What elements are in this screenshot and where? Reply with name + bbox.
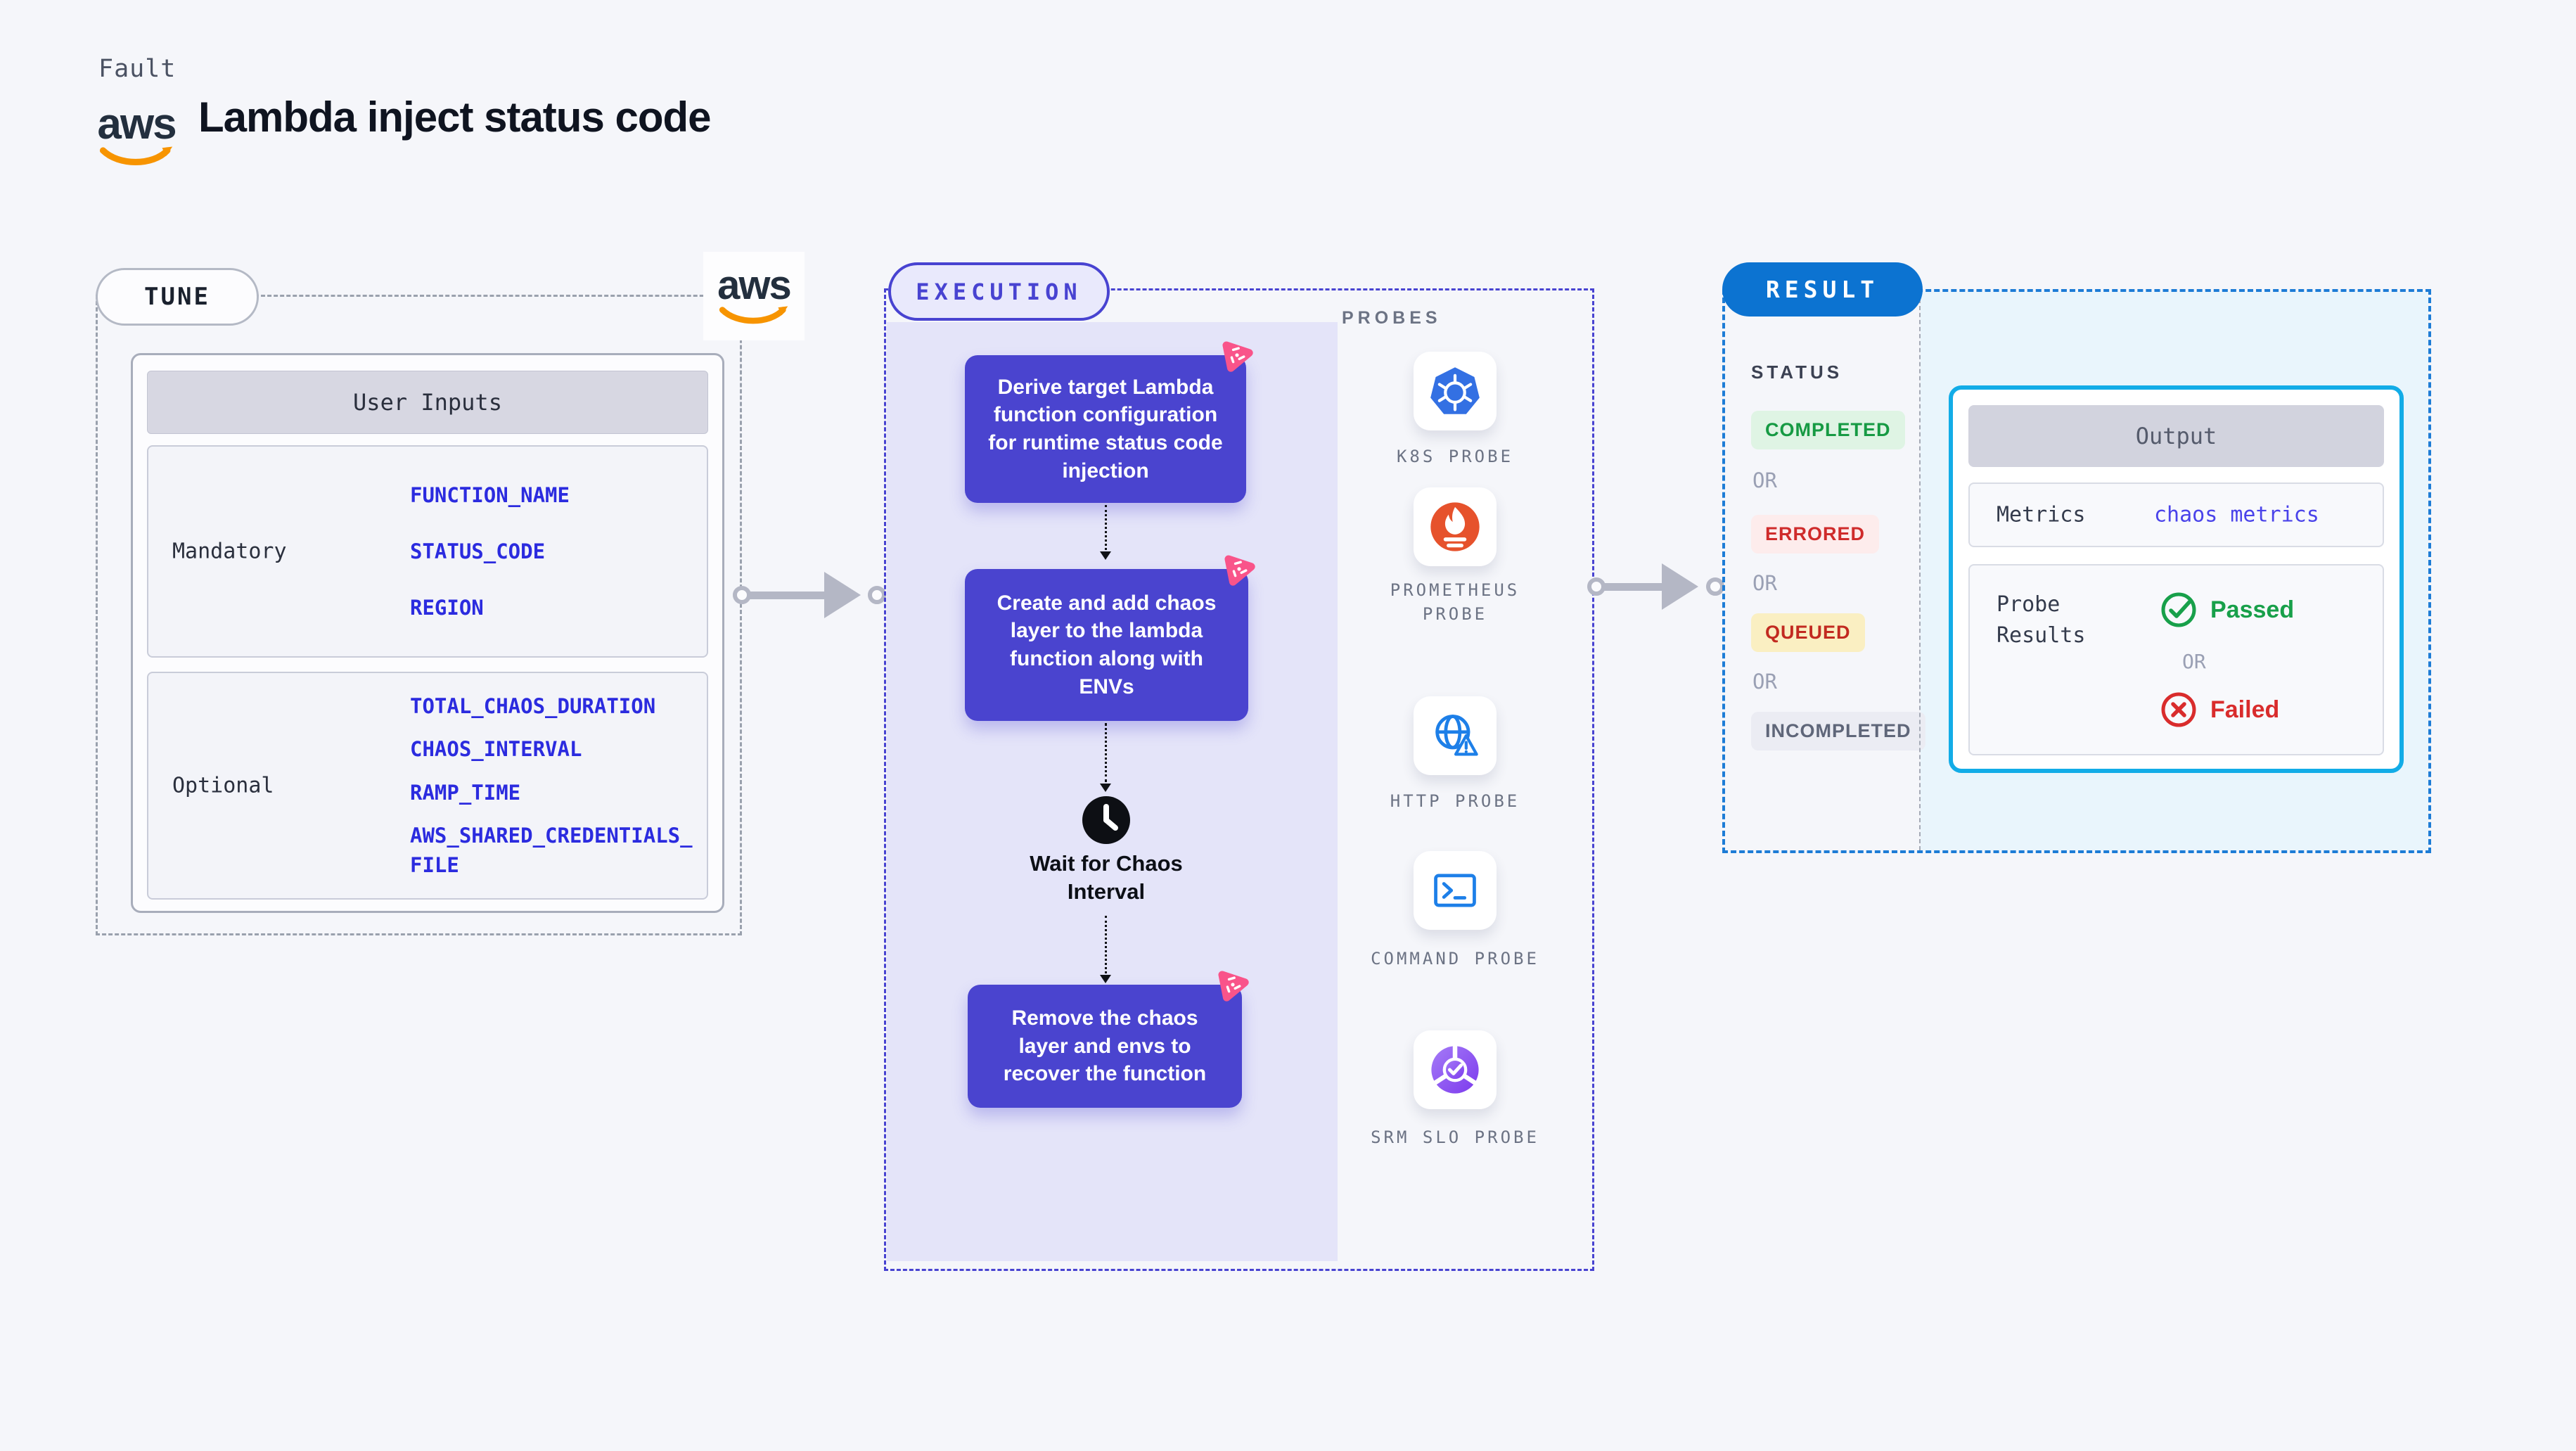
user-inputs-header: User Inputs <box>147 371 708 434</box>
arrow-head <box>824 572 861 618</box>
connector-arrowhead <box>1100 784 1111 792</box>
status-output-divider <box>1919 292 1921 850</box>
connector-dotted-line <box>1105 723 1107 782</box>
probe-label-prometheus: PROMETHEUS PROBE <box>1390 580 1520 624</box>
step-text: Create and add chaos layer to the lambda… <box>997 591 1217 698</box>
kubernetes-icon <box>1430 367 1480 414</box>
status-badge-incompleted: INCOMPLETED <box>1751 712 1925 750</box>
connector-dotted-line <box>1105 505 1107 550</box>
wait-clock-icon <box>1079 793 1133 850</box>
execution-section-border <box>884 288 1594 1271</box>
connector-dotted-line <box>1105 916 1107 973</box>
result-badge: RESULT <box>1722 262 1923 317</box>
status-or-label: OR <box>1752 571 1777 595</box>
status-or-label: OR <box>1752 468 1777 492</box>
step-remove-chaos-layer: Remove the chaos layer and envs to recov… <box>968 971 1249 1108</box>
step-add-chaos-layer: Create and add chaos layer to the lambda… <box>965 555 1255 721</box>
connector-arrowhead <box>1100 551 1111 560</box>
check-circle-icon <box>2161 592 2196 627</box>
mandatory-values: FUNCTION_NAME STATUS_CODE REGION <box>410 447 702 656</box>
aws-icon: aws <box>717 262 792 327</box>
probe-card-command <box>1414 851 1497 930</box>
status-title: STATUS <box>1751 362 1843 383</box>
probe-label-k8s: K8S PROBE <box>1396 447 1514 466</box>
page-title: Lambda inject status code <box>198 94 712 141</box>
metrics-label: Metrics <box>1997 502 2086 528</box>
http-globe-warning-icon <box>1435 715 1478 756</box>
aws-swoosh-icon <box>719 306 788 324</box>
terminal-icon <box>1434 874 1476 907</box>
probe-card-k8s <box>1414 352 1497 430</box>
aws-logo-text: aws <box>97 100 177 148</box>
execution-badge: EXECUTION <box>888 262 1110 321</box>
optional-label: Optional <box>172 773 274 798</box>
chaos-sparkle-icon <box>1222 341 1253 372</box>
wait-for-chaos-interval-label: Wait for Chaos Interval <box>1030 851 1183 904</box>
probe-label-srm-slo: SRM SLO PROBE <box>1371 1127 1539 1147</box>
step-derive-config: Derive target Lambda function configurat… <box>965 341 1253 503</box>
chaos-metrics-link[interactable]: chaos metrics <box>2154 502 2319 528</box>
connector-arrowhead <box>1100 975 1111 983</box>
env-var: AWS_SHARED_CREDENTIALS_FILE <box>410 823 693 877</box>
x-circle-icon <box>2161 692 2196 727</box>
env-var: CHAOS_INTERVAL <box>410 737 582 762</box>
probe-label-http: HTTP PROBE <box>1390 791 1520 811</box>
user-inputs-table: User Inputs Mandatory FUNCTION_NAME STAT… <box>131 353 724 913</box>
step-text: Remove the chaos layer and envs to recov… <box>1003 1006 1207 1086</box>
status-badge-completed: COMPLETED <box>1751 411 1905 449</box>
probe-card-prometheus <box>1414 487 1497 566</box>
probe-result-passed: Passed <box>2158 589 2294 630</box>
env-var: STATUS_CODE <box>410 539 546 563</box>
probe-label-command: COMMAND PROBE <box>1371 949 1539 969</box>
probe-result-or-label: OR <box>2182 650 2206 673</box>
aws-target-logo-patch: aws <box>703 252 805 340</box>
mandatory-label: Mandatory <box>172 539 287 564</box>
env-var: TOTAL_CHAOS_DURATION <box>410 694 656 718</box>
arrow-line <box>748 592 831 599</box>
env-var: REGION <box>410 595 484 620</box>
tune-badge: TUNE <box>96 268 259 326</box>
passed-label: Passed <box>2210 596 2295 623</box>
optional-values: TOTAL_CHAOS_DURATION CHAOS_INTERVAL RAMP… <box>410 673 702 898</box>
aws-logo-text: aws <box>717 262 792 308</box>
prometheus-icon <box>1430 502 1480 551</box>
output-card: Output Metrics chaos metrics Probe Resul… <box>1949 385 2404 773</box>
chaos-sparkle-icon <box>1224 555 1255 586</box>
result-section-border <box>1722 289 2431 853</box>
probe-results-row: Probe Results Passed OR Failed <box>1968 564 2384 755</box>
env-var: RAMP_TIME <box>410 780 521 805</box>
env-var: FUNCTION_NAME <box>410 483 570 507</box>
probe-results-label: Probe Results <box>1997 592 2086 648</box>
probe-card-srm-slo <box>1414 1030 1497 1109</box>
chaos-sparkle-icon <box>1218 971 1249 1002</box>
probes-title: PROBES <box>1342 308 1442 328</box>
mandatory-inputs-row: Mandatory FUNCTION_NAME STATUS_CODE REGI… <box>147 445 708 658</box>
tune-section-border <box>96 295 742 935</box>
arrow-head <box>1662 563 1698 610</box>
step-text: Derive target Lambda function configurat… <box>988 375 1223 482</box>
status-badge-errored: ERRORED <box>1751 515 1880 554</box>
optional-inputs-row: Optional TOTAL_CHAOS_DURATION CHAOS_INTE… <box>147 672 708 900</box>
fault-type-label: Fault <box>98 55 177 83</box>
probe-result-failed: Failed <box>2158 689 2279 730</box>
status-badge-queued: QUEUED <box>1751 613 1865 652</box>
srm-slo-donut-icon <box>1431 1044 1479 1094</box>
aws-icon: aws <box>94 103 179 169</box>
aws-swoosh-icon <box>99 146 173 165</box>
metrics-row: Metrics chaos metrics <box>1968 482 2384 547</box>
arrow-line <box>1603 583 1667 591</box>
probe-card-http <box>1414 696 1497 775</box>
output-header: Output <box>1968 405 2384 467</box>
status-or-label: OR <box>1752 670 1777 693</box>
failed-label: Failed <box>2210 696 2280 723</box>
